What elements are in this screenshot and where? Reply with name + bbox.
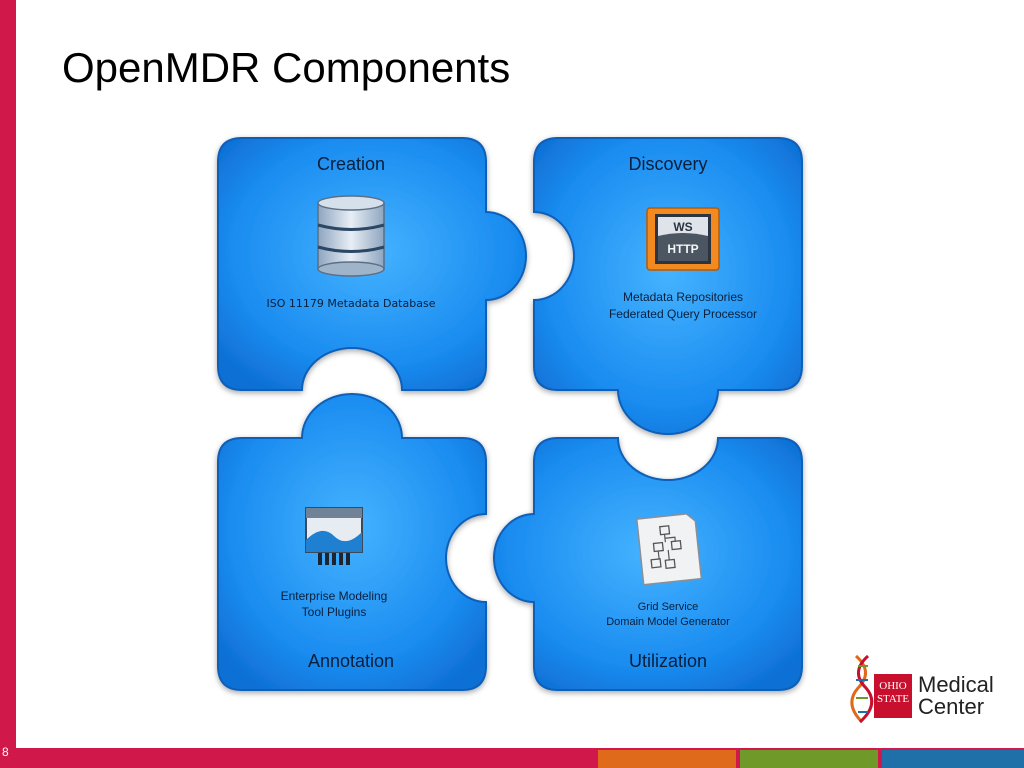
logo-wordmark: Medical Center [918, 674, 994, 718]
logo-line1: Medical [918, 672, 994, 697]
discovery-caption-line1: Metadata Repositories [623, 290, 743, 304]
annotation-caption-line1: Enterprise Modeling [281, 589, 388, 603]
osu-line2: STATE [876, 693, 910, 705]
footer-segment-orange [598, 750, 736, 768]
ohio-state-medical-center-logo: OHIO STATE Medical Center [848, 652, 998, 724]
page-title: OpenMDR Components [62, 44, 511, 91]
ws-label: WS [673, 220, 692, 234]
plugin-chip-icon [305, 507, 363, 565]
discovery-piece [533, 137, 803, 435]
domain-model-icon [635, 513, 703, 586]
dna-helix-icon [850, 654, 874, 724]
http-label: HTTP [667, 242, 698, 256]
utilization-heading: Utilization [629, 651, 707, 671]
discovery-caption-line2: Federated Query Processor [609, 307, 757, 321]
slide-number: 8 [2, 745, 9, 759]
utilization-caption-line2: Domain Model Generator [606, 616, 730, 628]
annotation-heading: Annotation [308, 651, 394, 671]
logo-line2: Center [918, 694, 985, 719]
footer-segment-blue [882, 750, 1024, 768]
annotation-caption-line2: Tool Plugins [302, 605, 367, 619]
osu-seal: OHIO STATE [874, 674, 912, 718]
osu-line1: OHIO [879, 680, 907, 692]
footer-segment-green [740, 750, 878, 768]
creation-heading: Creation [317, 154, 385, 174]
database-icon [317, 195, 385, 277]
creation-caption: ISO 11179 Metadata Database [267, 297, 436, 310]
left-accent-band [0, 0, 16, 768]
utilization-caption-line1: Grid Service [638, 601, 699, 613]
ws-http-icon: WS HTTP [646, 207, 720, 271]
discovery-heading: Discovery [628, 154, 707, 174]
